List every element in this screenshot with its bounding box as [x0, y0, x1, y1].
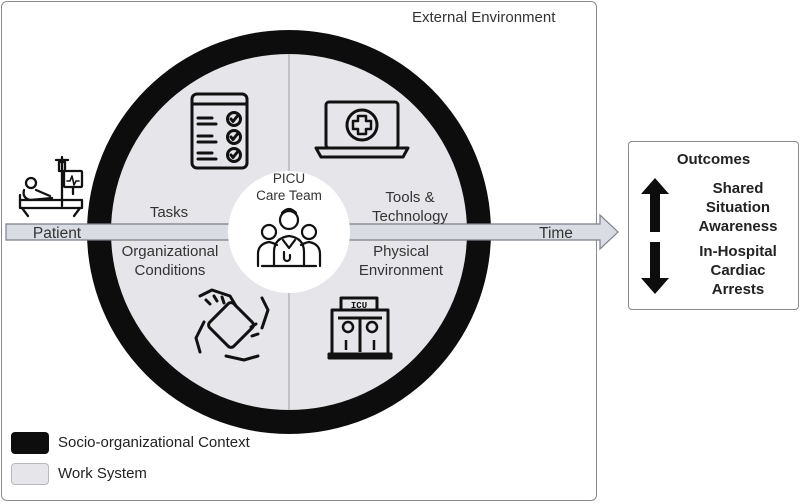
quadrant-organizational-label-line2: Conditions: [134, 262, 206, 279]
quadrant-physical-label-line1: Physical: [373, 243, 429, 260]
outcome-up-line2: Situation: [705, 199, 771, 216]
legend-swatch-socio-organizational: [11, 432, 49, 454]
center-title-line2: Care Team: [256, 188, 322, 203]
quadrant-tasks-label: Tasks: [149, 204, 189, 221]
quadrant-tools-label-line2: Technology: [372, 208, 448, 225]
legend-swatch-work-system: [11, 463, 49, 485]
patient-bed-icon: [18, 155, 84, 218]
icu-building-icon: [327, 296, 393, 360]
patient-label: Patient: [32, 225, 82, 242]
joined-hands-icon: [194, 288, 270, 362]
outcome-arrows: [641, 178, 669, 294]
quadrant-organizational-label-line1: Organizational: [121, 243, 219, 260]
checklist-icon: [190, 92, 249, 170]
laptop-medical-icon: [314, 100, 410, 159]
time-label: Time: [539, 225, 573, 242]
quadrant-tools-label-line1: Tools &: [385, 189, 435, 206]
outcomes-box: Outcomes Shared Situation Awareness In-H…: [628, 141, 799, 310]
icu-sign-text: ICU: [351, 301, 367, 311]
outcome-up-line1: Shared: [712, 180, 764, 197]
outcome-down-line3: Arrests: [711, 281, 765, 298]
outcome-down-line1: In-Hospital: [699, 243, 777, 260]
down-arrow-icon: [641, 242, 669, 294]
legend-label-work-system: Work System: [58, 465, 147, 482]
external-environment-label: External Environment: [412, 9, 556, 26]
outcomes-title: Outcomes: [676, 151, 751, 168]
legend-label-socio-organizational: Socio-organizational Context: [58, 434, 250, 451]
center-title-line1: PICU: [272, 171, 306, 186]
care-team-icon: [256, 207, 322, 268]
outcome-up-line3: Awareness: [698, 218, 778, 235]
quadrant-physical-label-line2: Environment: [358, 262, 444, 279]
up-arrow-icon: [641, 178, 669, 232]
outcome-down-line2: Cardiac: [710, 262, 766, 279]
